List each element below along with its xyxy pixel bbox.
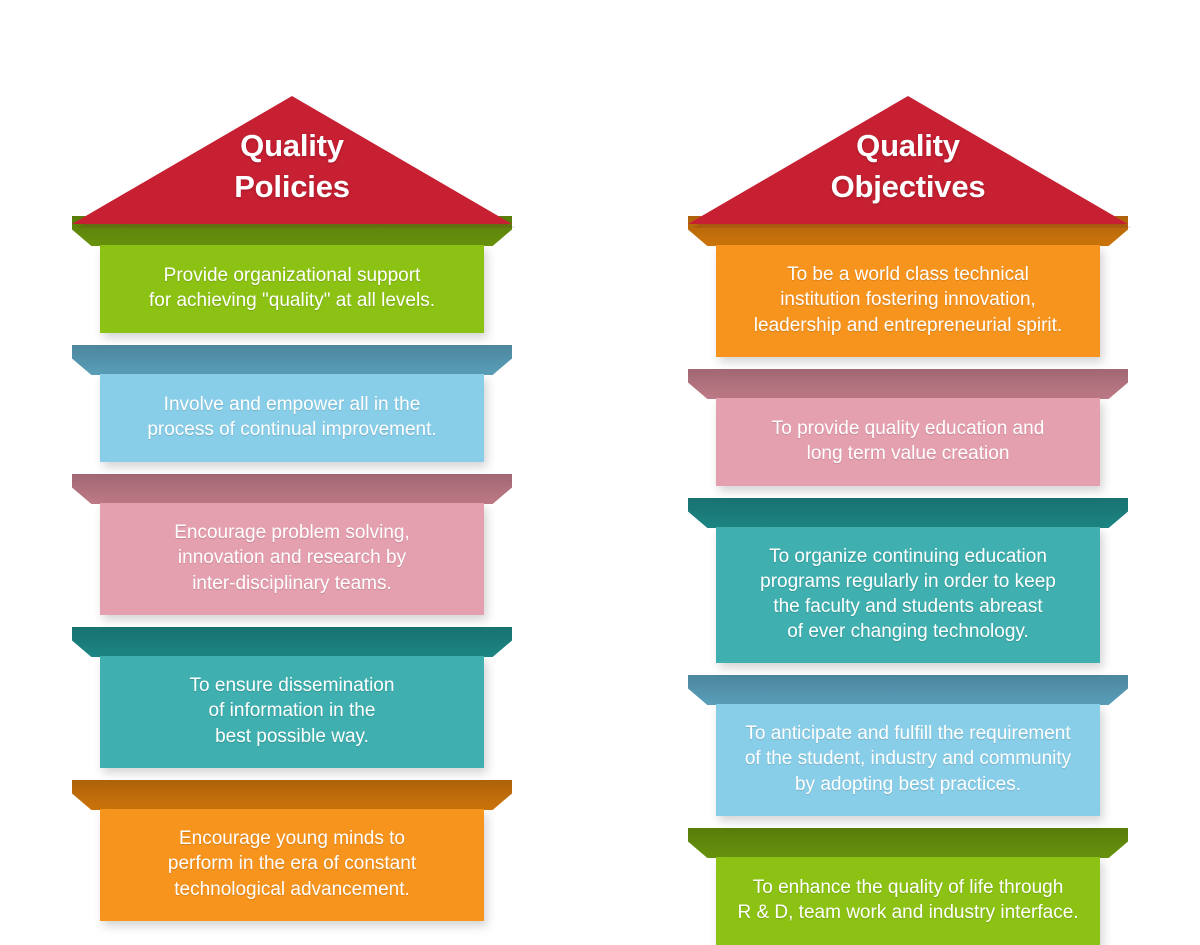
- ribbon-panel: Involve and empower all in the process o…: [100, 374, 484, 462]
- ribbon-text: Provide organizational support for achie…: [149, 264, 435, 311]
- ribbon-fold-fill: [72, 474, 512, 504]
- ribbon-fold: [688, 675, 1128, 705]
- ribbon-fold-fill: [72, 345, 512, 375]
- ribbon-fold-shading: [688, 675, 1128, 705]
- ribbon-band: Encourage problem solving, innovation an…: [72, 474, 512, 615]
- ribbon-panel: Encourage young minds to perform in the …: [100, 809, 484, 921]
- ribbon-panel: To be a world class technical institutio…: [716, 245, 1100, 357]
- ribbon-panel: To ensure dissemination of information i…: [100, 656, 484, 768]
- ribbon-text: Encourage young minds to perform in the …: [167, 828, 417, 900]
- ribbon-band: To be a world class technical institutio…: [688, 216, 1128, 357]
- ribbon-text: Involve and empower all in the process o…: [147, 393, 437, 440]
- ribbon-fold: [72, 345, 512, 375]
- ribbon-panel: To provide quality education and long te…: [716, 398, 1100, 486]
- ribbon-fold-fill: [72, 627, 512, 657]
- ribbon-text: To provide quality education and long te…: [771, 417, 1045, 464]
- ribbon-fold: [688, 369, 1128, 399]
- ribbon-fold-shading: [72, 780, 512, 810]
- ribbon-fold: [72, 474, 512, 504]
- ribbon-fold: [72, 780, 512, 810]
- ribbon-fold: [72, 627, 512, 657]
- ribbon-panel: Provide organizational support for achie…: [100, 245, 484, 333]
- ribbon-fold-shading: [688, 498, 1128, 528]
- arrow-column-quality-objectives: Quality Objectives To be a world class te…: [688, 96, 1132, 945]
- ribbon-band: To anticipate and fulfill the requiremen…: [688, 675, 1128, 816]
- ribbon-fold-shading: [72, 345, 512, 375]
- ribbon-band: Encourage young minds to perform in the …: [72, 780, 512, 921]
- ribbon-band: To provide quality education and long te…: [688, 369, 1128, 486]
- ribbon-band: To enhance the quality of life through R…: [688, 828, 1128, 945]
- ribbon-fold: [688, 498, 1128, 528]
- arrow-head-quality-objectives: Quality Objectives: [688, 96, 1132, 228]
- ribbon-fold-shading: [72, 627, 512, 657]
- ribbon-fold-shading: [688, 828, 1128, 858]
- ribbon-text: To be a world class technical institutio…: [753, 264, 1063, 336]
- ribbon-band: Provide organizational support for achie…: [72, 216, 512, 333]
- ribbon-fold-fill: [688, 498, 1128, 528]
- ribbon-text: To enhance the quality of life through R…: [737, 876, 1079, 923]
- arrow-head-quality-policies: Quality Policies: [72, 96, 516, 228]
- ribbon-text: Encourage problem solving, innovation an…: [174, 522, 410, 594]
- ribbon-panel: To anticipate and fulfill the requiremen…: [716, 704, 1100, 816]
- ribbon-fold: [688, 828, 1128, 858]
- ribbon-fold-shading: [72, 474, 512, 504]
- ribbon-panel: To organize continuing education program…: [716, 527, 1100, 663]
- arrow-title: Quality Objectives: [830, 128, 986, 204]
- ribbon-text: To anticipate and fulfill the requiremen…: [744, 723, 1072, 795]
- ribbon-fold-shading: [688, 369, 1128, 399]
- arrow-title: Quality Policies: [234, 128, 350, 204]
- ribbon-fold-fill: [72, 780, 512, 810]
- ribbon-band: To ensure dissemination of information i…: [72, 627, 512, 768]
- ribbon-fold-fill: [688, 828, 1128, 858]
- ribbon-band: To organize continuing education program…: [688, 498, 1128, 663]
- ribbon-text: To ensure dissemination of information i…: [189, 675, 395, 747]
- ribbon-fold-fill: [688, 675, 1128, 705]
- ribbon-panel: Encourage problem solving, innovation an…: [100, 503, 484, 615]
- ribbon-text: To organize continuing education program…: [760, 545, 1056, 643]
- ribbon-panel: To enhance the quality of life through R…: [716, 857, 1100, 945]
- ribbon-band: Involve and empower all in the process o…: [72, 345, 512, 462]
- ribbon-fold-fill: [688, 369, 1128, 399]
